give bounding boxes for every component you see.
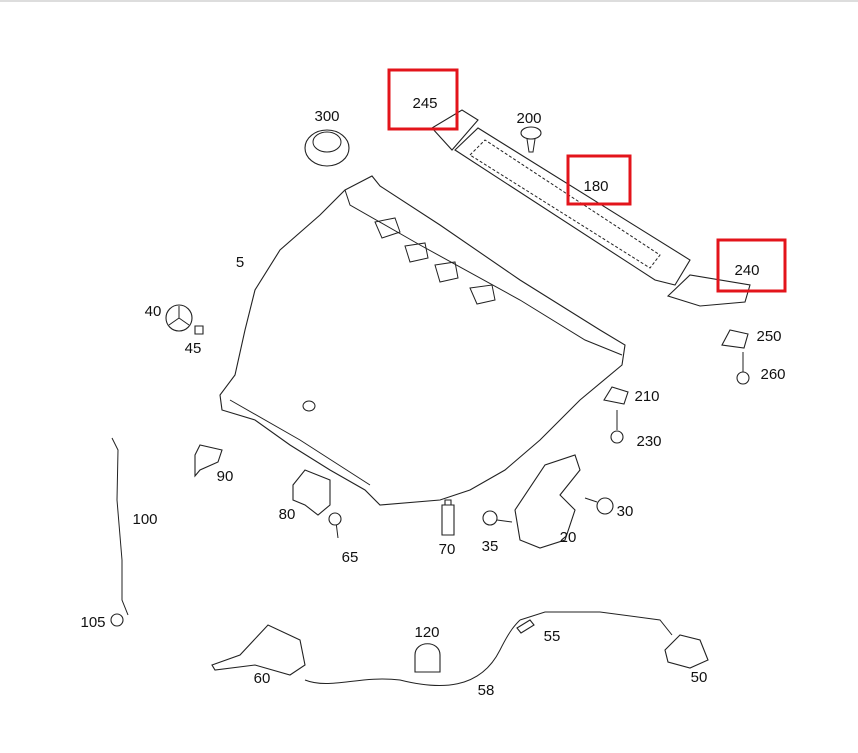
label-210[interactable]: 210 bbox=[634, 388, 659, 405]
label-45[interactable]: 45 bbox=[185, 340, 202, 357]
part-210-clip[interactable] bbox=[603, 386, 629, 405]
part-60-latch[interactable] bbox=[211, 624, 306, 676]
label-90[interactable]: 90 bbox=[217, 468, 234, 485]
part-55-cable[interactable] bbox=[519, 611, 673, 636]
label-58[interactable]: 58 bbox=[478, 682, 495, 699]
label-35[interactable]: 35 bbox=[482, 538, 499, 555]
part-100-rod[interactable] bbox=[111, 437, 129, 616]
part-300-cap[interactable] bbox=[304, 129, 350, 167]
label-55[interactable]: 55 bbox=[544, 628, 561, 645]
part-200-clip[interactable] bbox=[520, 126, 542, 153]
label-300[interactable]: 300 bbox=[314, 108, 339, 125]
label-40[interactable]: 40 bbox=[145, 303, 162, 320]
part-45-nut[interactable] bbox=[194, 325, 204, 335]
label-120[interactable]: 120 bbox=[414, 624, 439, 641]
part-58-cable[interactable] bbox=[304, 619, 521, 687]
label-60[interactable]: 60 bbox=[254, 670, 271, 687]
label-200[interactable]: 200 bbox=[516, 110, 541, 127]
part-260-screw[interactable] bbox=[736, 352, 750, 385]
part-35-bolt[interactable] bbox=[482, 510, 513, 526]
label-180[interactable]: 180 bbox=[583, 178, 608, 195]
label-100[interactable]: 100 bbox=[132, 511, 157, 528]
part-180-cowl[interactable] bbox=[454, 127, 691, 286]
label-105[interactable]: 105 bbox=[80, 614, 105, 631]
hood-part-5[interactable] bbox=[219, 175, 626, 506]
part-105-clip[interactable] bbox=[110, 613, 124, 627]
highlight-box-240 bbox=[716, 238, 787, 293]
label-65[interactable]: 65 bbox=[342, 549, 359, 566]
part-250-clip[interactable] bbox=[721, 329, 749, 349]
part-230-screw[interactable] bbox=[610, 410, 624, 444]
label-5[interactable]: 5 bbox=[236, 254, 244, 271]
part-80-bracket[interactable] bbox=[292, 469, 331, 516]
label-245[interactable]: 245 bbox=[412, 95, 437, 112]
label-230[interactable]: 230 bbox=[636, 433, 661, 450]
label-50[interactable]: 50 bbox=[691, 669, 708, 686]
part-120-clip[interactable] bbox=[414, 643, 441, 673]
part-30-bolt[interactable] bbox=[584, 497, 614, 515]
highlight-box-180 bbox=[566, 154, 632, 206]
label-240[interactable]: 240 bbox=[734, 262, 759, 279]
part-40-emblem[interactable] bbox=[165, 304, 193, 332]
part-70-bumper[interactable] bbox=[441, 499, 455, 536]
label-30[interactable]: 30 bbox=[617, 503, 634, 520]
part-65-screw[interactable] bbox=[328, 512, 342, 539]
part-20-hinge[interactable] bbox=[514, 454, 581, 549]
cable-connector bbox=[516, 619, 535, 634]
label-20[interactable]: 20 bbox=[560, 529, 577, 546]
part-50-release-handle[interactable] bbox=[664, 634, 709, 669]
top-border bbox=[0, 0, 858, 2]
label-80[interactable]: 80 bbox=[279, 506, 296, 523]
part-90-bracket[interactable] bbox=[194, 444, 223, 478]
part-240-cover[interactable] bbox=[666, 274, 751, 307]
label-70[interactable]: 70 bbox=[439, 541, 456, 558]
label-250[interactable]: 250 bbox=[756, 328, 781, 345]
label-260[interactable]: 260 bbox=[760, 366, 785, 383]
highlight-box-245 bbox=[387, 68, 459, 131]
